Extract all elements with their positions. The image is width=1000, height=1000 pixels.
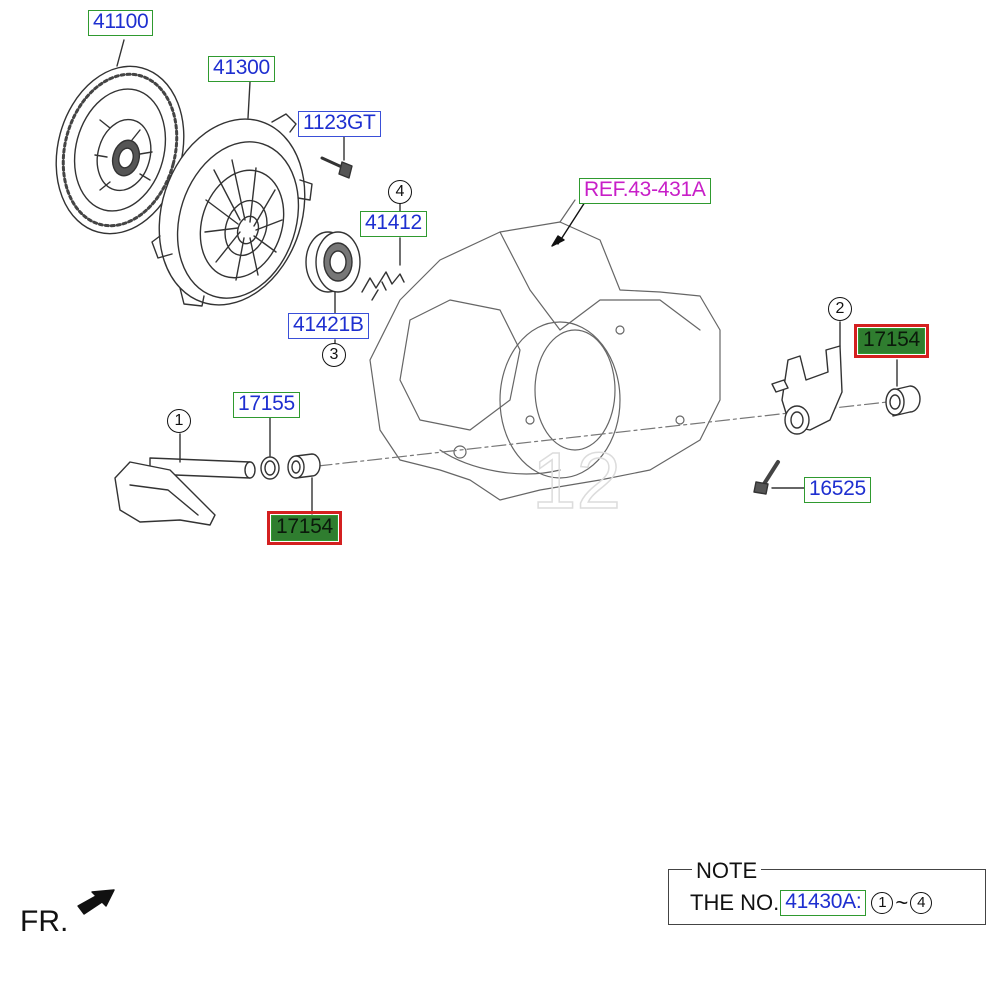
front-direction-arrow xyxy=(77,889,115,915)
callout-3: 3 xyxy=(322,343,346,367)
note-title: NOTE xyxy=(692,858,762,884)
label-clutch-cover[interactable]: 41300 xyxy=(208,56,275,82)
label-bushing-right[interactable]: 17154 xyxy=(854,324,929,358)
note-range-end: 4 xyxy=(910,892,933,914)
note-text: THE NO. 41430A: 1 ~ 4 xyxy=(690,890,934,916)
callout-2: 2 xyxy=(828,297,852,321)
callout-4: 4 xyxy=(388,180,412,204)
release-clip-drawing xyxy=(361,203,405,301)
label-oil-seal[interactable]: 17155 xyxy=(233,392,300,418)
clutch-disc-drawing xyxy=(55,39,185,235)
callout-1: 1 xyxy=(167,409,191,433)
release-fork-drawing xyxy=(771,321,843,435)
release-bearing-drawing xyxy=(305,231,361,344)
label-clutch-disc[interactable]: 41100 xyxy=(88,10,154,36)
transmission-housing-drawing xyxy=(369,199,721,501)
note-prefix: THE NO. xyxy=(690,890,780,915)
front-direction-label: FR. xyxy=(20,905,69,938)
label-release-clip[interactable]: 41412 xyxy=(360,211,427,237)
cover-bolt-drawing xyxy=(320,136,353,179)
label-fork-bolt[interactable]: 16525 xyxy=(804,477,871,503)
note-box xyxy=(668,869,986,925)
label-cover-bolt[interactable]: 1123GT xyxy=(298,111,381,137)
label-release-bearing[interactable]: 41421B xyxy=(288,313,369,339)
bushing-left-drawing xyxy=(287,453,321,515)
fork-bolt-drawing xyxy=(753,460,805,495)
note-part-label[interactable]: 41430A: xyxy=(780,890,867,916)
release-shaft-drawing xyxy=(114,433,256,526)
oil-seal-drawing xyxy=(260,417,280,480)
note-range-start: 1 xyxy=(871,892,894,914)
note-range-separator: ~ xyxy=(895,890,909,915)
bushing-right-drawing xyxy=(885,359,921,417)
label-reference[interactable]: REF.43-431A xyxy=(579,178,711,204)
label-bushing-left[interactable]: 17154 xyxy=(267,511,342,545)
watermark-number: 12 xyxy=(531,435,621,526)
clutch-cover-drawing xyxy=(151,81,313,307)
